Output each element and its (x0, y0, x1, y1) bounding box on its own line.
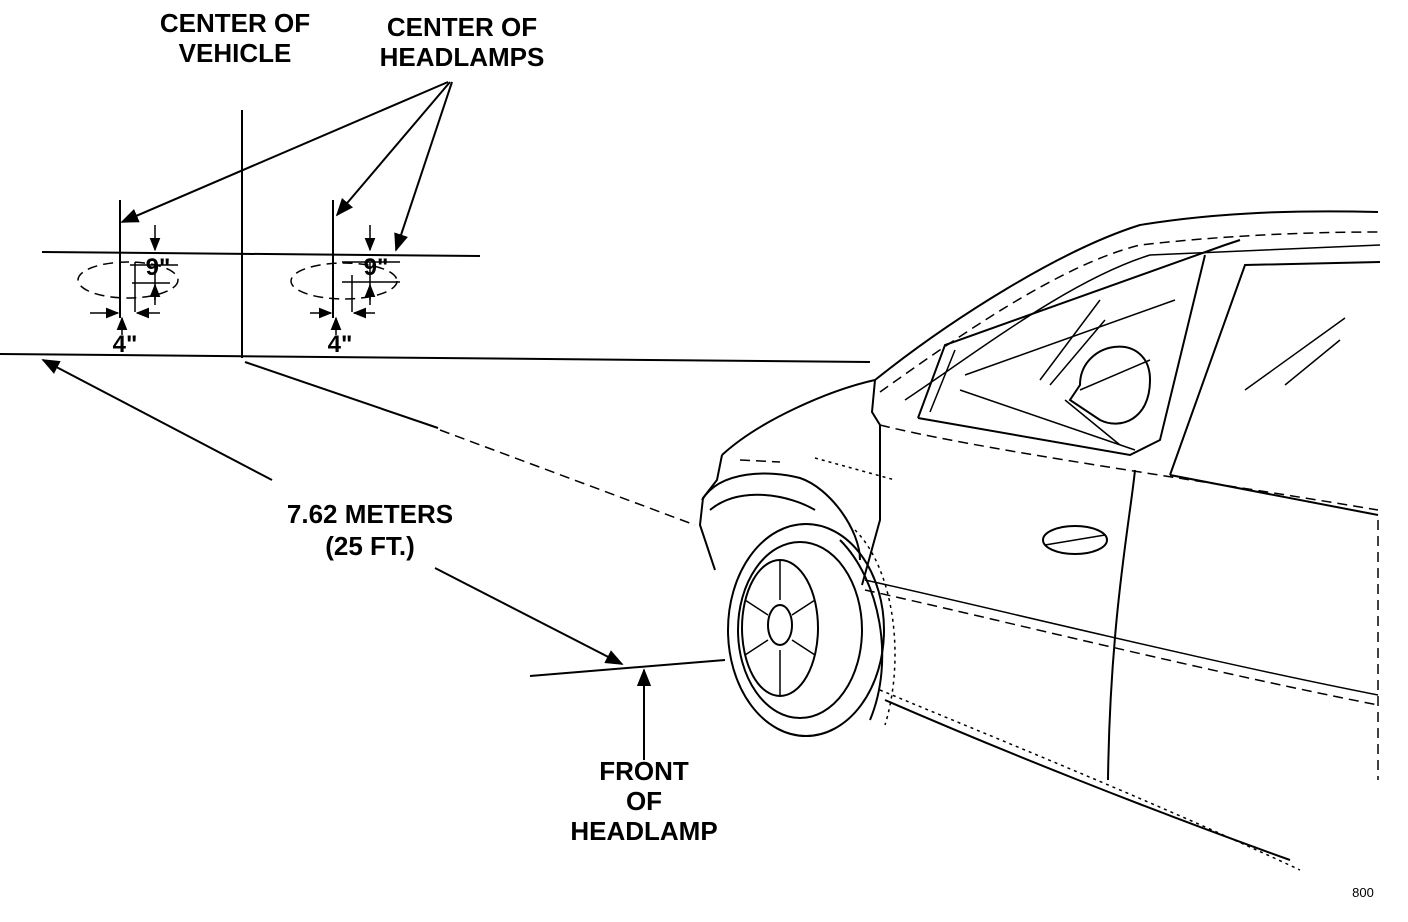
svg-text:CENTER OF: CENTER OF (387, 12, 537, 42)
center-of-headlamps-label: CENTER OF HEADLAMPS (380, 12, 545, 72)
svg-text:HEADLAMPS: HEADLAMPS (380, 42, 545, 72)
left-vertical-dimension: 9" (146, 254, 171, 281)
horizontal-reference-line (41, 251, 481, 257)
right-headlamp-target: 9" 4" (290, 200, 400, 358)
svg-text:FRONT: FRONT (599, 756, 689, 786)
center-of-vehicle-label: CENTER OF VEHICLE (160, 8, 310, 68)
figure-code: 800 (1352, 885, 1374, 900)
left-horizontal-dimension: 4" (113, 331, 138, 358)
distance-label: 7.62 METERS (25 FT.) (287, 499, 453, 561)
svg-text:CENTER OF: CENTER OF (160, 8, 310, 38)
svg-text:(25 FT.): (25 FT.) (325, 531, 415, 561)
svg-text:HEADLAMP: HEADLAMP (570, 816, 717, 846)
distance-arrows (41, 359, 726, 760)
svg-text:7.62 METERS: 7.62 METERS (287, 499, 453, 529)
svg-text:OF: OF (626, 786, 662, 816)
right-vertical-dimension: 9" (364, 254, 389, 281)
right-horizontal-dimension: 4" (328, 331, 353, 358)
vehicle-illustration (698, 210, 1381, 871)
headlamp-pointer-arrows (120, 81, 453, 252)
front-of-headlamp-label: FRONT OF HEADLAMP (570, 756, 717, 846)
svg-text:VEHICLE: VEHICLE (179, 38, 292, 68)
floor-line (0, 353, 871, 363)
left-headlamp-target: 9" 4" (77, 200, 179, 358)
